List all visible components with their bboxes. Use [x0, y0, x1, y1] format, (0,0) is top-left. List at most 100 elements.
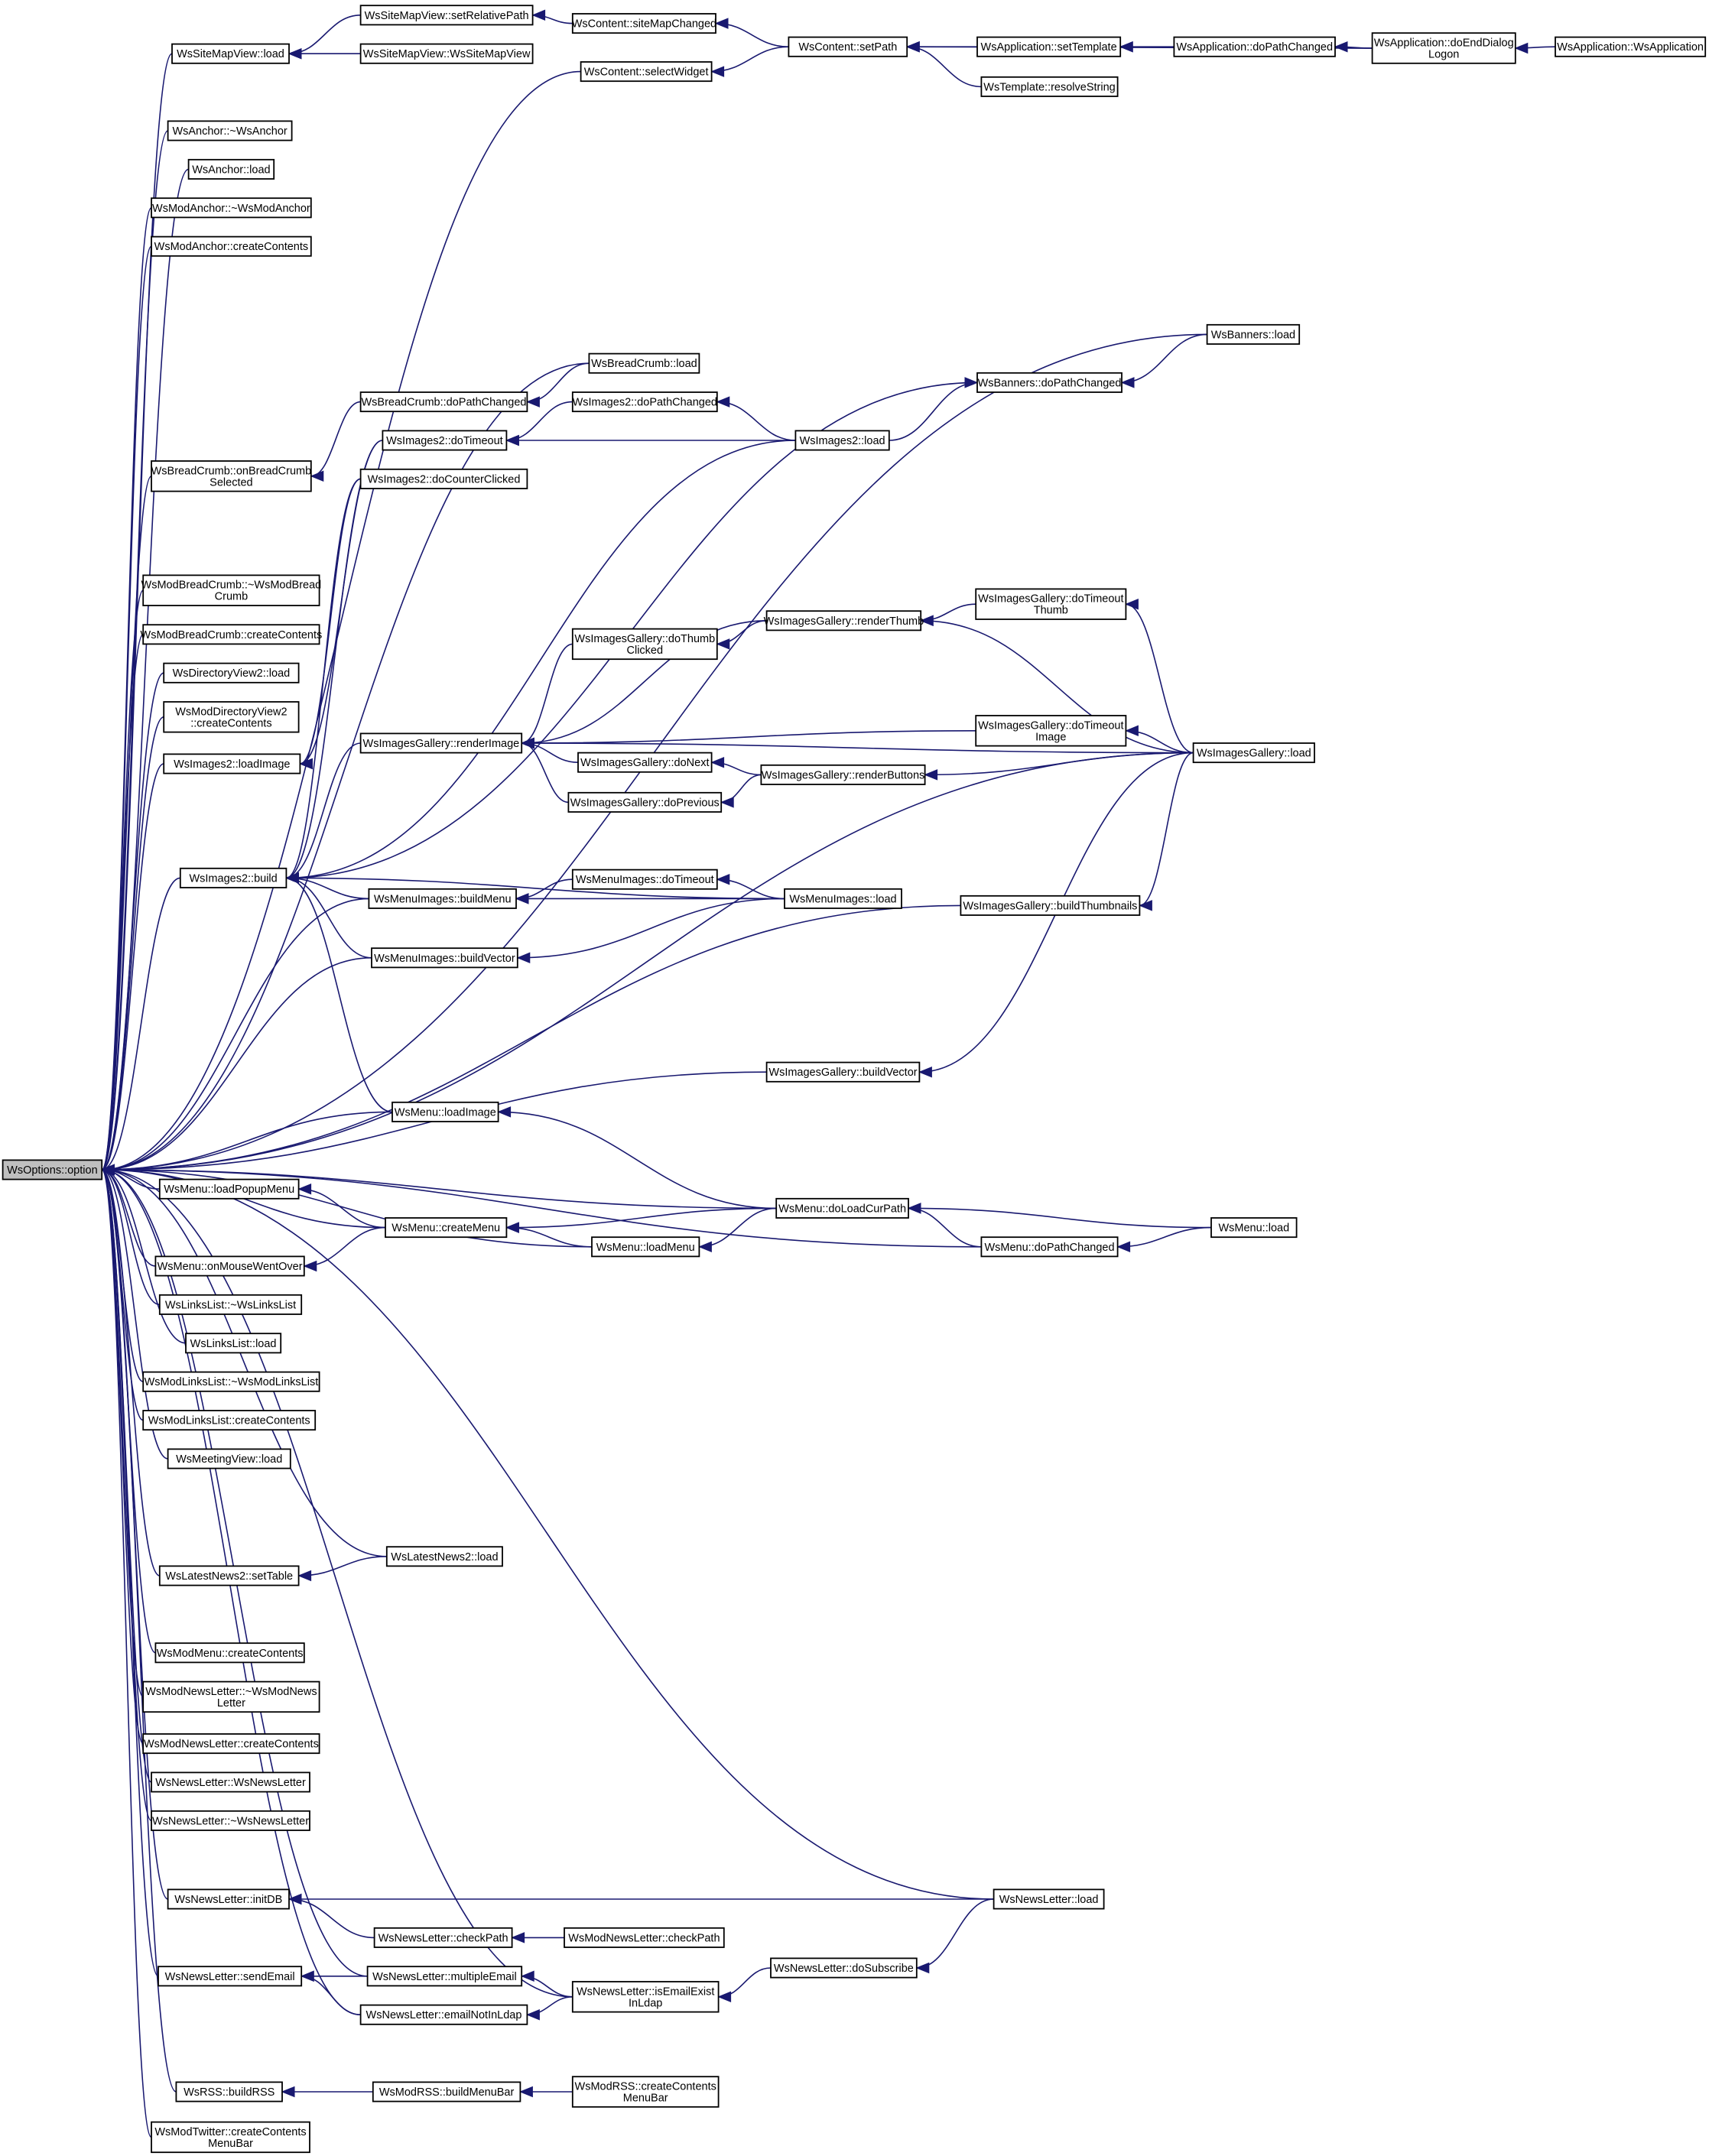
node-i2-load[interactable]: WsImages2::load [794, 430, 890, 451]
node-bc-load[interactable]: WsBreadCrumb::load [588, 352, 700, 374]
edge-app_ctor-to-app_dedl [1514, 42, 1556, 54]
node-label: WsImagesGallery::doNext [580, 757, 709, 769]
node-label: Letter [217, 1697, 245, 1710]
node-mi-bv[interactable]: WsMenuImages::buildVector [371, 947, 518, 969]
node-ll-dtor[interactable]: WsLinksList::~WsLinksList [158, 1294, 303, 1315]
node-mll-dtor[interactable]: WsModLinksList::~WsModLinksList [142, 1371, 320, 1392]
node-nl-ctor[interactable]: WsNewsLetter::WsNewsLetter [151, 1771, 310, 1793]
node-nl-load[interactable]: WsNewsLetter::load [993, 1888, 1105, 1910]
edge-anc_dtor-to-root [100, 130, 169, 1176]
arrowhead [1139, 900, 1152, 911]
node-app-dpc[interactable]: WsApplication::doPathChanged [1173, 36, 1336, 57]
edge-i2_dcc-to-i2_li [299, 478, 361, 770]
node-mi-dto[interactable]: WsMenuImages::doTimeout [571, 869, 718, 890]
arrowhead [1116, 1241, 1131, 1253]
node-mnl-cp[interactable]: WsModNewsLetter::checkPath [564, 1927, 725, 1948]
node-box [373, 1927, 513, 1948]
node-ig-load[interactable]: WsImagesGallery::load [1192, 742, 1315, 764]
edge-line [286, 877, 372, 959]
node-mi-load[interactable]: WsMenuImages::load [784, 888, 902, 909]
node-root[interactable]: WsOptions::option [2, 1159, 103, 1180]
node-nl-me[interactable]: WsNewsLetter::multipleEmail [366, 1966, 523, 1987]
node-rss-b[interactable]: WsRSS::buildRSS [175, 2081, 283, 2102]
node-ll-load[interactable]: WsLinksList::load [185, 1333, 282, 1354]
node-i2-dcc[interactable]: WsImages2::doCounterClicked [359, 468, 528, 489]
node-label: WsMenuImages::buildMenu [374, 893, 512, 905]
node-m-dlcp[interactable]: WsMenu::doLoadCurPath [775, 1197, 909, 1219]
node-ig-bt[interactable]: WsImagesGallery::buildThumbnails [960, 895, 1141, 916]
node-c-sp[interactable]: WsContent::setPath [788, 36, 908, 57]
node-mnl-dtor[interactable]: WsModNewsLetter::~WsModNewsLetter [142, 1680, 320, 1713]
node-ban-load[interactable]: WsBanners::load [1206, 323, 1301, 345]
node-mrss-bmb[interactable]: WsModRSS::buildMenuBar [372, 2081, 521, 2102]
node-label: WsModNewsLetter::createContents [144, 1739, 319, 1751]
node-label: WsNewsLetter::load [999, 1894, 1099, 1906]
node-mbc-cc[interactable]: WsModBreadCrumb::createContents [141, 624, 323, 645]
node-smv-setrel[interactable]: WsSiteMapView::setRelativePath [359, 5, 534, 26]
node-anc-load[interactable]: WsAnchor::load [187, 158, 275, 180]
node-c-sw[interactable]: WsContent::selectWidget [580, 61, 713, 83]
node-box [571, 2076, 720, 2108]
node-nl-cp[interactable]: WsNewsLetter::checkPath [373, 1927, 513, 1948]
edge-ig_rb-to-ig_dp [720, 774, 762, 808]
node-box [171, 43, 290, 64]
node-manc-cc[interactable]: WsModAnchor::createContents [151, 235, 312, 257]
node-box [158, 1294, 303, 1315]
node-dv2-load[interactable]: WsDirectoryView2::load [163, 662, 300, 683]
node-smv-ctor[interactable]: WsSiteMapView::WsSiteMapView [359, 43, 534, 64]
node-c-smc[interactable]: WsContent::siteMapChanged [572, 13, 716, 34]
node-m-omwo[interactable]: WsMenu::onMouseWentOver [154, 1255, 305, 1277]
node-i2-dto[interactable]: WsImages2::doTimeout [382, 430, 508, 451]
edge-smv_ctor-to-smv_load [288, 47, 361, 60]
node-mv-load[interactable]: WsMeetingView::load [167, 1448, 291, 1469]
node-mll-cc[interactable]: WsModLinksList::createContents [142, 1410, 317, 1431]
node-i2-dpc[interactable]: WsImages2::doPathChanged [571, 391, 718, 413]
arrowhead [717, 1991, 732, 2003]
node-anc-dtor[interactable]: WsAnchor::~WsAnchor [167, 120, 293, 141]
node-mbc-dtor[interactable]: WsModBreadCrumb::~WsModBreadCrumb [141, 574, 322, 606]
node-ig-ri[interactable]: WsImagesGallery::renderImage [359, 732, 523, 754]
node-ig-dn[interactable]: WsImagesGallery::doNext [577, 752, 713, 773]
node-i2-build[interactable]: WsImages2::build [179, 867, 288, 888]
node-i2-li[interactable]: WsImages2::loadImage [163, 753, 301, 774]
node-m-cm[interactable]: WsMenu::createMenu [385, 1217, 508, 1239]
node-m-li[interactable]: WsMenu::loadImage [392, 1101, 499, 1122]
node-mm-cc[interactable]: WsModMenu::createContents [154, 1642, 305, 1664]
node-m-load[interactable]: WsMenu::load [1210, 1217, 1298, 1239]
node-bc-dpc[interactable]: WsBreadCrumb::doPathChanged [359, 391, 528, 413]
node-mnl-cc[interactable]: WsModNewsLetter::createContents [142, 1733, 320, 1755]
node-m-lpm[interactable]: WsMenu::loadPopupMenu [158, 1178, 300, 1200]
node-ig-bv[interactable]: WsImagesGallery::buildVector [765, 1061, 921, 1083]
node-ig-rb[interactable]: WsImagesGallery::renderButtons [760, 764, 926, 785]
arrowhead [714, 18, 729, 29]
node-ig-rt[interactable]: WsImagesGallery::renderThumb [764, 610, 924, 632]
node-nl-se[interactable]: WsNewsLetter::sendEmail [158, 1966, 303, 1987]
edge-mnl_dtor-to-root [100, 1164, 144, 1698]
node-ln2-load[interactable]: WsLatestNews2::load [385, 1546, 503, 1567]
node-app-ctor[interactable]: WsApplication::WsApplication [1555, 36, 1707, 57]
node-ln2-st[interactable]: WsLatestNews2::setTable [158, 1565, 300, 1586]
node-mi-bm[interactable]: WsMenuImages::buildMenu [368, 888, 517, 909]
node-app-st[interactable]: WsApplication::setTemplate [976, 36, 1122, 57]
node-m-dpc[interactable]: WsMenu::doPathChanged [980, 1236, 1119, 1258]
node-ig-dp[interactable]: WsImagesGallery::doPrevious [567, 791, 723, 813]
node-box [980, 1236, 1119, 1258]
node-smv-load[interactable]: WsSiteMapView::load [171, 43, 290, 64]
node-nl-ds[interactable]: WsNewsLetter::doSubscribe [770, 1957, 918, 1979]
node-tpl-rs[interactable]: WsTemplate::resolveString [980, 76, 1119, 97]
node-nl-init[interactable]: WsNewsLetter::initDB [167, 1888, 290, 1910]
node-m-lm[interactable]: WsMenu::loadMenu [591, 1236, 700, 1258]
node-nl-enil[interactable]: WsNewsLetter::emailNotInLdap [359, 2004, 528, 2025]
node-manc-dtor[interactable]: WsModAnchor::~WsModAnchor [151, 197, 312, 219]
node-mdv2-cc[interactable]: WsModDirectoryView2::createContents [163, 701, 300, 733]
node-nl-dtor[interactable]: WsNewsLetter::~WsNewsLetter [151, 1810, 310, 1831]
node-ban-dpc[interactable]: WsBanners::doPathChanged [976, 372, 1123, 393]
